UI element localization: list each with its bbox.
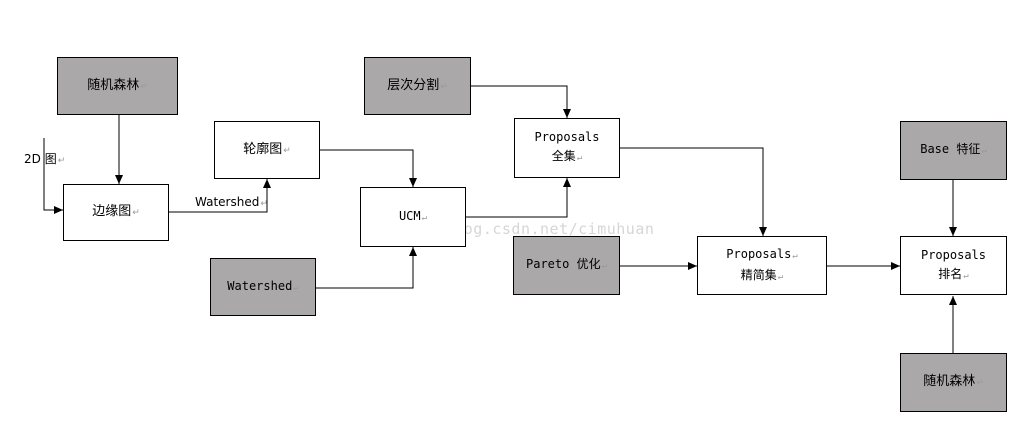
watershed-edge-label: Watershed <box>195 195 268 209</box>
arrow-edge-to-contour <box>169 179 271 213</box>
node-proposals-ranking[interactable]: Proposals 排名 <box>900 236 1007 295</box>
node-label: 边缘图 <box>92 202 140 223</box>
node-edge-map[interactable]: 边缘图 <box>63 184 169 241</box>
node-watershed[interactable]: Watershed <box>210 258 316 316</box>
node-random-forest-top[interactable]: 随机森林 <box>57 57 178 115</box>
node-pareto-optimization[interactable]: Pareto 优化 <box>513 236 620 295</box>
node-proposals-full-set[interactable]: Proposals 全集 <box>514 118 620 178</box>
node-base-features[interactable]: Base 特征 <box>900 121 1007 180</box>
arrow-hier-to-full <box>471 85 571 118</box>
arrow-input-to-edge <box>43 138 63 214</box>
node-contour-map[interactable]: 轮廓图 <box>214 121 320 179</box>
node-label-line2: 精简集 <box>741 266 783 287</box>
arrow-watershed-to-ucm <box>316 247 417 289</box>
node-label: 随机森林 <box>923 372 984 393</box>
node-label: Pareto 优化 <box>526 255 607 276</box>
node-label-line1: Proposals <box>920 247 987 262</box>
node-label: 随机森林 <box>87 76 148 97</box>
node-label: UCM <box>399 207 427 228</box>
node-label-line2: 排名 <box>938 265 968 286</box>
node-hierarchical-segmentation[interactable]: 层次分割 <box>364 57 471 115</box>
node-label: Watershed <box>227 277 298 298</box>
arrow-contour-to-ucm <box>320 149 417 187</box>
node-label: Base 特征 <box>920 140 987 161</box>
node-label-line2: 全集 <box>552 147 582 168</box>
node-proposals-refined-set[interactable]: Proposals 精简集 <box>697 236 827 295</box>
node-label: 层次分割 <box>387 76 448 97</box>
node-label-line1: Proposals <box>726 245 797 266</box>
node-label: 轮廓图 <box>243 140 291 161</box>
arrow-full-to-refined <box>620 147 767 236</box>
input-2d-label: 2D 图 <box>24 150 65 167</box>
node-label-line1: Proposals <box>534 130 600 144</box>
node-ucm[interactable]: UCM <box>360 187 466 247</box>
node-random-forest-bottom[interactable]: 随机森林 <box>900 353 1007 412</box>
arrow-ucm-to-full <box>466 178 571 218</box>
